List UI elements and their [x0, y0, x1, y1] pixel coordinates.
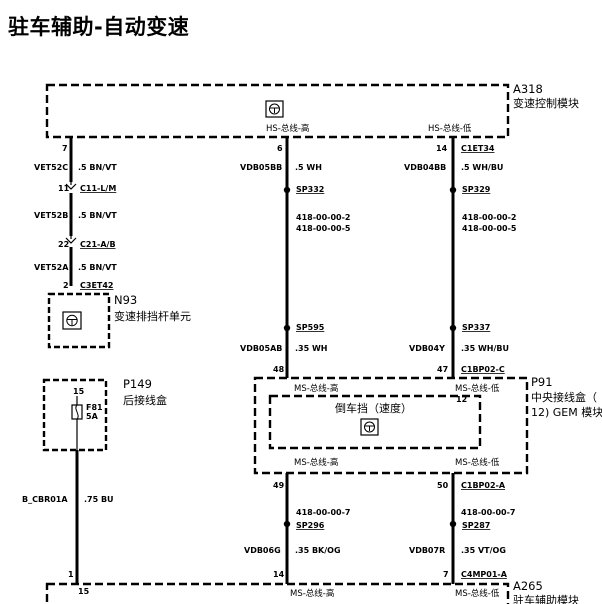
module-n93-box	[47, 292, 111, 349]
left-seg3-spec: .5 BN/VT	[78, 263, 117, 272]
middle-ref1: 418-00-00-2	[296, 213, 351, 222]
fuse-icon	[71, 404, 83, 420]
bottom-middle-sp296: SP296	[296, 521, 325, 530]
right-ref1: 418-00-00-2	[462, 213, 517, 222]
p91-bus-bottom-low: MS-总线-低	[455, 457, 500, 468]
bottom-right-sp287: SP287	[462, 521, 490, 530]
p91-gem-inner-box	[268, 394, 482, 450]
splice-sp595-dot	[283, 324, 291, 332]
p91-inner-pin: 12	[456, 395, 467, 404]
middle-seg2-code: VDB05AB	[240, 344, 282, 353]
left-seg2-spec: .5 BN/VT	[78, 211, 117, 220]
left-c11-pin: 11	[58, 184, 70, 193]
module-a318-box	[45, 83, 510, 139]
page-title: 驻车辅助-自动变速	[8, 15, 190, 39]
module-p91-box	[253, 376, 529, 475]
bottom-middle-spec: .35 BK/OG	[295, 546, 341, 555]
right-p91-conn: C1BP02-C	[461, 365, 505, 374]
module-p149-name: 后接线盒	[123, 393, 167, 407]
bottom-right-spec: .35 VT/OG	[461, 546, 506, 555]
p149-fuse-rating: 5A	[86, 412, 99, 421]
bottom-right-a265-conn: C4MP01-A	[461, 570, 508, 579]
module-a318-icon	[265, 100, 284, 118]
bottom-middle-a265-pin: 14	[273, 570, 285, 579]
splice-sp296-dot	[283, 520, 291, 528]
power-code: B_CBR01A	[22, 495, 68, 504]
splice-sp337-dot	[449, 324, 457, 332]
left-c11-name: C11-L/M	[80, 184, 116, 193]
left-pin-7: 7	[62, 144, 68, 153]
bottom-middle-ref: 418-00-00-7	[296, 508, 351, 517]
left-c21-pin: 22	[58, 240, 69, 249]
bottom-right-p91-conn: C1BP02-A	[461, 481, 506, 490]
p149-fuse-name: F81	[86, 403, 103, 412]
module-a265-box	[45, 582, 510, 604]
right-sp337: SP337	[462, 323, 490, 332]
middle-seg2-spec: .35 WH	[295, 344, 327, 353]
module-p91-id: P91	[531, 375, 553, 389]
right-conn-top: C1ET34	[461, 144, 495, 153]
middle-seg1-spec: .5 WH	[295, 163, 322, 172]
power-a265-pin2: 15	[78, 587, 90, 596]
bottom-right-p91-pin: 50	[437, 481, 449, 490]
power-a265-pin: 1	[68, 570, 74, 579]
a318-bus-high: HS-总线-高	[266, 123, 309, 134]
left-c3-pin: 2	[63, 281, 69, 290]
module-p91-icon	[360, 418, 379, 436]
splice-sp287-dot	[449, 520, 457, 528]
right-p91-pin: 47	[437, 365, 448, 374]
middle-p91-pin: 48	[273, 365, 285, 374]
connector-c11-mark	[65, 182, 77, 190]
bottom-right-ref: 418-00-00-7	[461, 508, 516, 517]
right-pin-14: 14	[436, 144, 448, 153]
module-p149-id: P149	[123, 377, 152, 391]
right-seg2-spec: .35 WH/BU	[461, 344, 509, 353]
splice-sp332-dot	[283, 186, 291, 194]
left-seg1-spec: .5 BN/VT	[78, 163, 117, 172]
module-p91-name2: 12) GEM 模块	[531, 406, 602, 419]
p91-bus-bottom-high: MS-总线-高	[294, 457, 338, 468]
p149-fuse-pin: 15	[73, 387, 85, 396]
p91-bus-top-low: MS-总线-低	[455, 383, 500, 394]
module-n93-id: N93	[114, 293, 137, 307]
module-n93-name: 变速排挡杆单元	[114, 309, 191, 323]
bottom-right-code: VDB07R	[409, 546, 445, 555]
p91-reverse-gear-label: 倒车挡（速度）	[335, 401, 412, 415]
module-p149-box	[42, 378, 108, 452]
splice-sp329-dot	[449, 186, 457, 194]
module-a318-name: 变速控制模块	[513, 96, 579, 110]
p91-bus-top-high: MS-总线-高	[294, 383, 338, 394]
left-c21-name: C21-A/B	[80, 240, 116, 249]
module-a318-id: A318	[513, 82, 543, 96]
middle-sp332: SP332	[296, 185, 324, 194]
middle-seg1-code: VDB05BB	[240, 163, 282, 172]
a318-bus-low: HS-总线-低	[428, 123, 472, 134]
a265-bus-high: MS-总线-高	[290, 588, 334, 599]
left-c3-name: C3ET42	[80, 281, 114, 290]
power-spec: .75 BU	[84, 495, 114, 504]
right-seg2-code: VDB04Y	[409, 344, 445, 353]
module-a265-id: A265	[513, 579, 543, 593]
right-ref2: 418-00-00-5	[462, 224, 517, 233]
module-a265-name: 驻车辅助模块	[513, 593, 579, 604]
middle-pin-6: 6	[277, 144, 283, 153]
middle-ref2: 418-00-00-5	[296, 224, 351, 233]
middle-sp595: SP595	[296, 323, 325, 332]
connector-c21-mark	[65, 236, 77, 244]
a265-bus-low: MS-总线-低	[455, 588, 500, 599]
left-seg2-code: VET52B	[34, 211, 68, 220]
left-seg1-code: VET52C	[34, 163, 68, 172]
right-seg1-spec: .5 WH/BU	[461, 163, 503, 172]
bottom-right-a265-pin: 7	[443, 570, 449, 579]
right-seg1-code: VDB04BB	[404, 163, 446, 172]
right-sp329: SP329	[462, 185, 491, 194]
module-p91-name: 中央接线盒（	[531, 390, 597, 404]
bottom-middle-code: VDB06G	[244, 546, 281, 555]
bottom-middle-p91-pin: 49	[273, 481, 285, 490]
module-n93-icon	[62, 311, 82, 330]
left-seg3-code: VET52A	[34, 263, 69, 272]
